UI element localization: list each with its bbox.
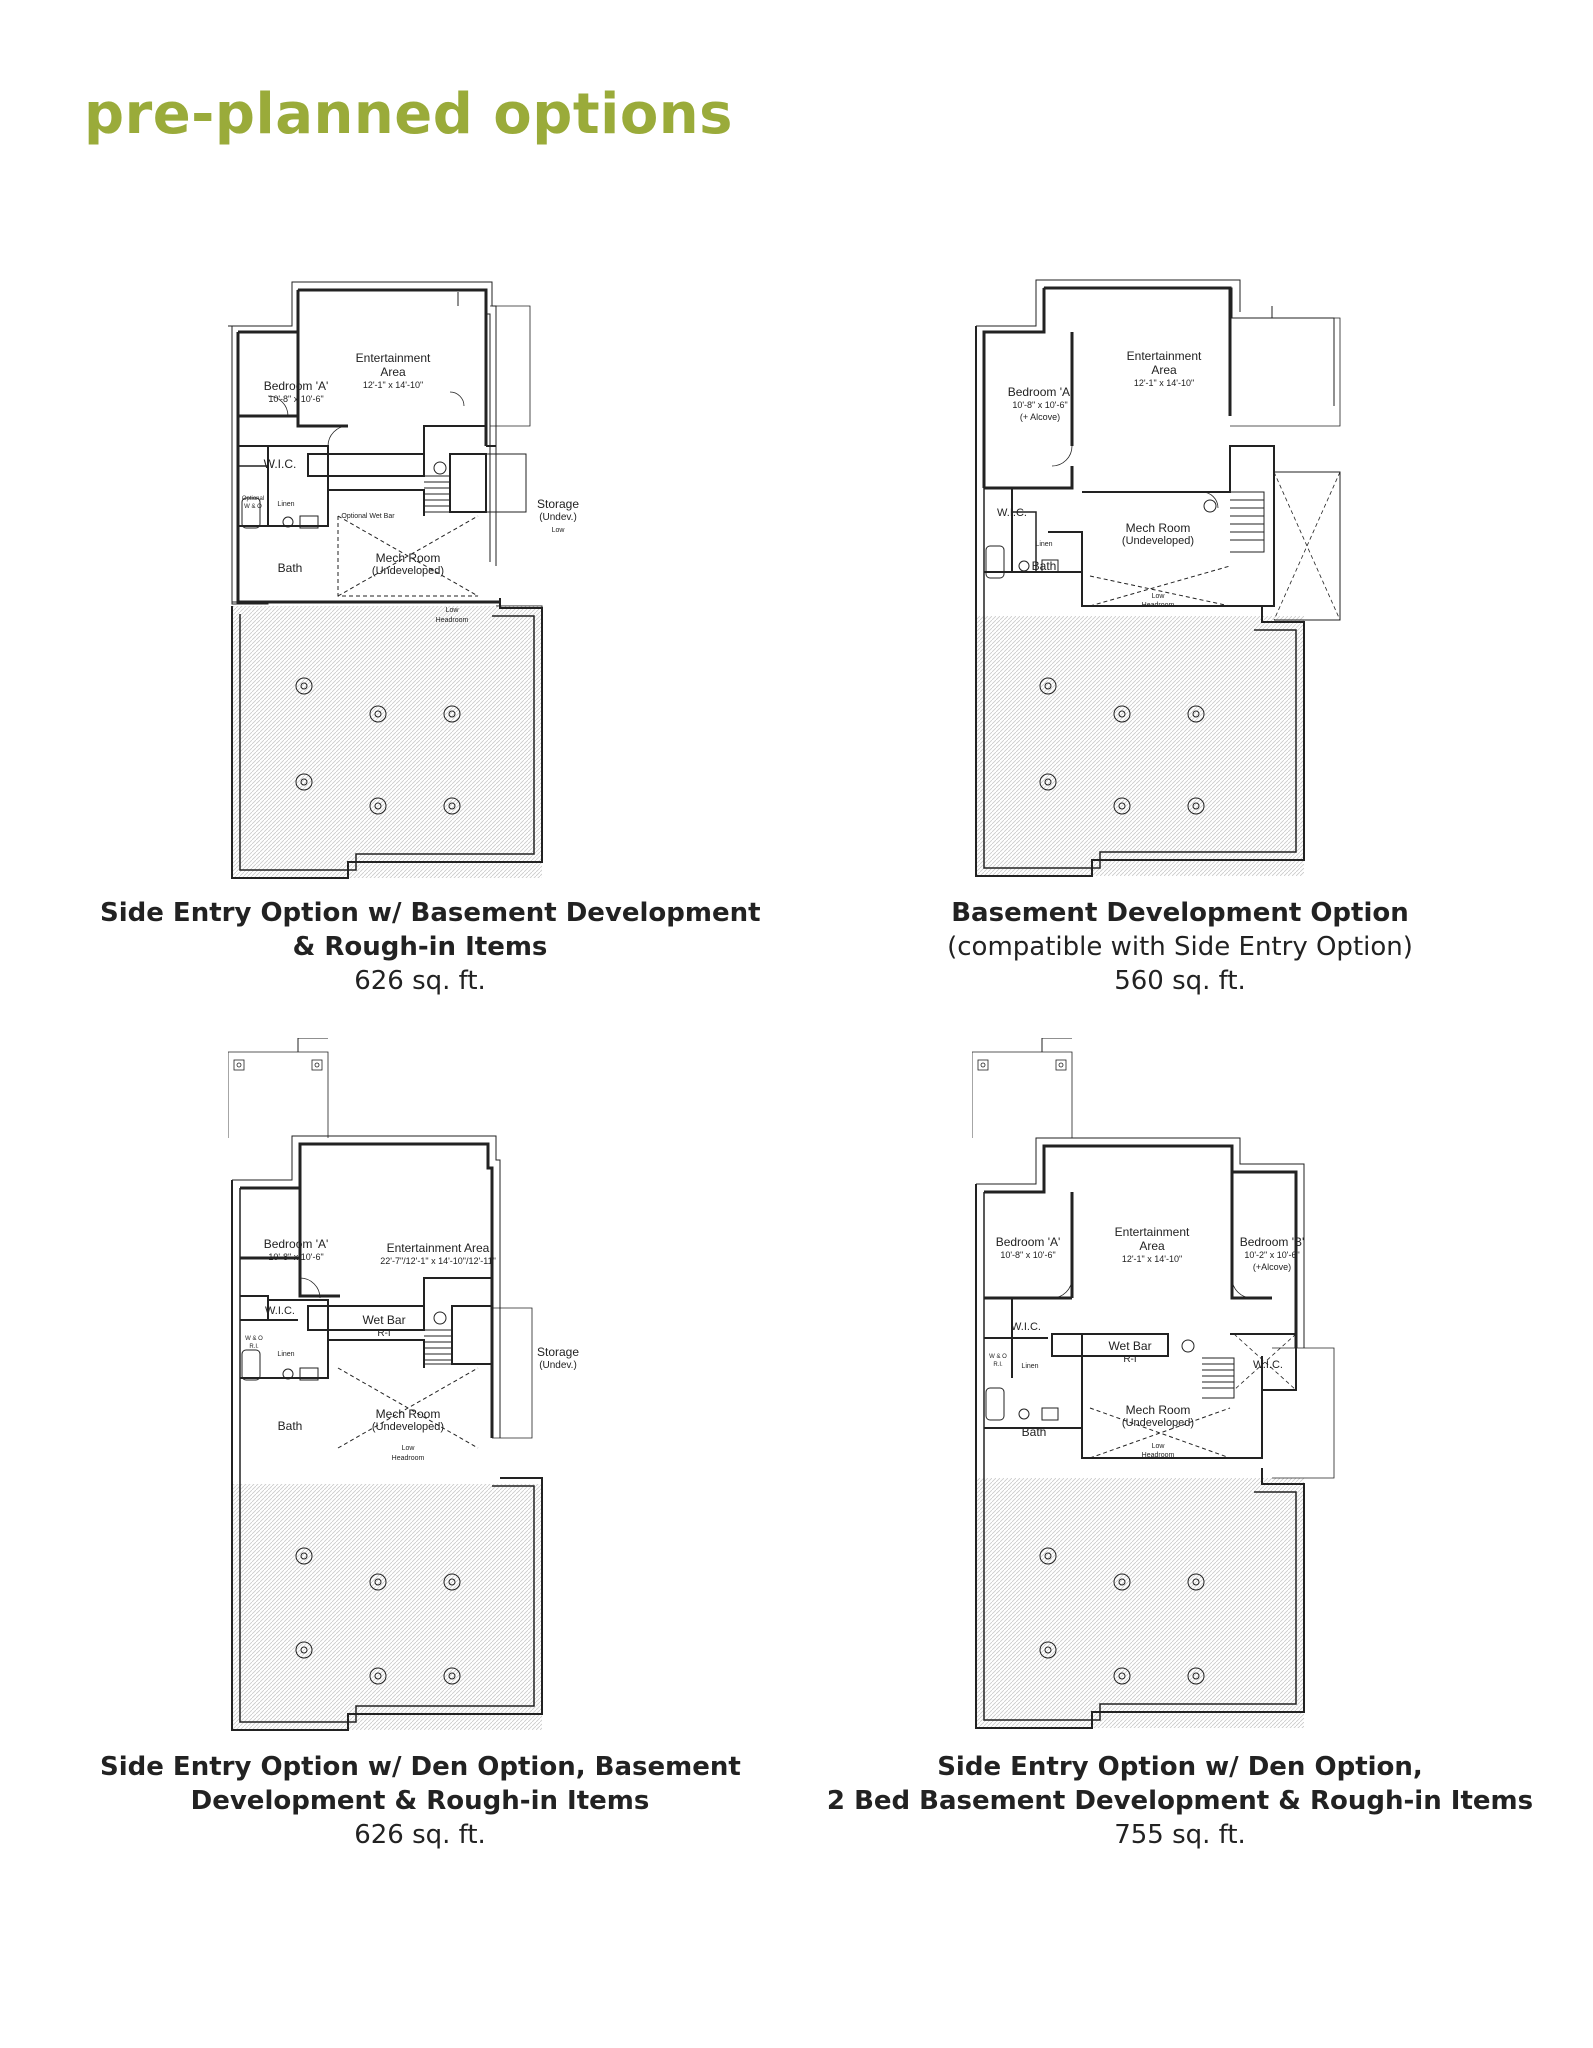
room-label-entertainment-area: Area [380,365,406,379]
room-label-wic: W.I.C. [265,1305,295,1317]
room-label-mech-undeveloped: (Undeveloped) [372,1421,444,1433]
plan-caption-2: Basement Development Option (compatible … [860,896,1500,998]
floor-plan-side-entry-den-basement: Entertainment Area 22'-7"/12'-1" x 14'-1… [228,1038,612,1738]
room-label-wic: W.I.C. [1011,1321,1041,1333]
room-label-bedroom-a: Bedroom 'A' [264,1237,329,1251]
room-label-storage-undeveloped: (Undev.) [539,1360,577,1371]
plan-title-line2: Development & Rough-in Items [190,1786,650,1816]
label-ri: R.I. [993,1362,1003,1368]
label-linen: Linen [1021,1363,1038,1370]
label-headroom: Headroom [436,617,469,624]
room-label-wic: W.I.C. [997,507,1027,519]
label-optional-wo: Optional [242,496,264,502]
label-wet-bar: Wet Bar [1108,1339,1151,1353]
label-wet-bar-ri: R-I [1123,1354,1136,1365]
floor-plan-side-entry-den-two-bed: Entertainment Area 12'-1" x 14'-10" Bedr… [972,1038,1356,1738]
label-optional-wet-bar: Optional Wet Bar [341,513,395,520]
room-dimension-bedroom-a: 10'-8" x 10'-6" [1000,1250,1055,1260]
label-ri: R.I. [249,1344,259,1350]
room-label-mech-undeveloped: (Undeveloped) [372,565,444,577]
plan-title-line1: Side Entry Option w/ Basement Developmen… [100,898,761,928]
plan-title-line2: & Rough-in Items [292,932,548,962]
label-low: Low [402,1445,416,1452]
label-wet-bar-ri: R-I [377,1328,390,1339]
room-label-bath: Bath [1032,559,1057,573]
room-dimension-entertainment: 22'-7"/12'-1" x 14'-10"/12'-11" [380,1256,496,1266]
label-linen: Linen [277,1351,294,1358]
room-label-bath: Bath [278,561,303,575]
label-linen: Linen [277,501,294,508]
room-label-mech-undeveloped: (Undeveloped) [1122,1417,1194,1429]
room-label-bath: Bath [1022,1425,1047,1439]
room-label-entertainment: Entertainment [1127,349,1202,363]
room-dimension-entertainment: 12'-1" x 14'-10" [1122,1254,1182,1264]
floor-plan-drawing: Entertainment Area 12'-1" x 14'-10" Bedr… [228,281,579,879]
label-low-headroom-storage: Low [552,527,566,534]
room-label-entertainment-area: Entertainment Area [387,1241,490,1255]
floor-plan-drawing: Entertainment Area 12'-1" x 14'-10" Bedr… [975,279,1341,877]
room-label-entertainment-area: Area [1139,1239,1165,1253]
room-label-bath: Bath [278,1419,303,1433]
room-label-entertainment-area: Area [1151,363,1177,377]
room-label-alcove: (+ Alcove) [1020,412,1060,422]
label-wo: W & O [989,1354,1007,1360]
room-label-entertainment: Entertainment [1115,1225,1190,1239]
label-low: Low [446,607,460,614]
room-label-bedroom-b: Bedroom 'B' [1240,1235,1305,1249]
room-label-mech-room: Mech Room [376,551,441,565]
room-label-entertainment: Entertainment [356,351,431,365]
room-label-bedroom-a: Bedroom 'A' [264,379,329,393]
floor-plan-basement-development: Entertainment Area 12'-1" x 14'-10" Bedr… [972,276,1356,882]
plan-title-line1: Side Entry Option w/ Den Option, Basemen… [100,1752,741,1782]
label-wet-bar: Wet Bar [362,1313,405,1327]
label-wo: W & O [244,504,262,510]
label-low: Low [1152,1443,1166,1450]
plan-caption-1: Side Entry Option w/ Basement Developmen… [100,896,761,998]
label-headroom: Headroom [1142,1452,1175,1459]
room-label-wic: W.I.C. [264,457,297,471]
label-headroom: Headroom [1142,602,1175,609]
room-label-mech-undeveloped: (Undeveloped) [1122,535,1194,547]
room-label-mech-room: Mech Room [1126,521,1191,535]
plan-title-line1: Side Entry Option w/ Den Option, [937,1752,1423,1782]
room-label-storage: Storage [537,497,579,511]
room-label-storage: Storage [537,1345,579,1359]
room-label-mech-room: Mech Room [376,1407,441,1421]
floor-plan-drawing: Entertainment Area 12'-1" x 14'-10" Bedr… [972,1038,1335,1729]
room-label-alcove: (+Alcove) [1253,1262,1291,1272]
page-title: pre-planned options [84,82,733,147]
room-dimension-bedroom-a: 10'-8" x 10'-6" [268,394,323,404]
plan-area: 560 sq. ft. [1114,966,1246,996]
room-label-bedroom-a: Bedroom 'A' [1008,385,1073,399]
plan-area: 626 sq. ft. [354,966,486,996]
label-wo: W & O [245,1336,263,1342]
room-dimension-bedroom-b: 10'-2" x 10'-6" [1244,1250,1299,1260]
plan-caption-3: Side Entry Option w/ Den Option, Basemen… [100,1750,741,1852]
room-dimension-bedroom-a: 10'-8" x 10'-6" [268,1252,323,1262]
room-dimension-entertainment: 12'-1" x 14'-10" [363,380,423,390]
plan-title-line2: 2 Bed Basement Development & Rough-in It… [826,1786,1534,1816]
plan-area: 755 sq. ft. [1114,1820,1246,1850]
plan-area: 626 sq. ft. [354,1820,486,1850]
label-low: Low [1152,593,1166,600]
plan-caption-4: Side Entry Option w/ Den Option, 2 Bed B… [820,1750,1540,1852]
room-label-bedroom-a: Bedroom 'A' [996,1235,1061,1249]
floor-plan-drawing: Entertainment Area 22'-7"/12'-1" x 14'-1… [228,1038,579,1731]
plan-title-line1: Basement Development Option [951,898,1409,928]
room-label-wic-2: W.I.C. [1253,1359,1283,1371]
label-linen: Linen [1035,541,1052,548]
room-dimension-entertainment: 12'-1" x 14'-10" [1134,378,1194,388]
label-headroom: Headroom [392,1455,425,1462]
room-label-mech-room: Mech Room [1126,1403,1191,1417]
plan-title-line2: (compatible with Side Entry Option) [947,932,1413,962]
floor-plan-side-entry-basement-development: Entertainment Area 12'-1" x 14'-10" Bedr… [228,276,612,882]
room-dimension-bedroom-a: 10'-8" x 10'-6" [1012,400,1067,410]
room-label-storage-undeveloped: (Undev.) [539,512,577,523]
